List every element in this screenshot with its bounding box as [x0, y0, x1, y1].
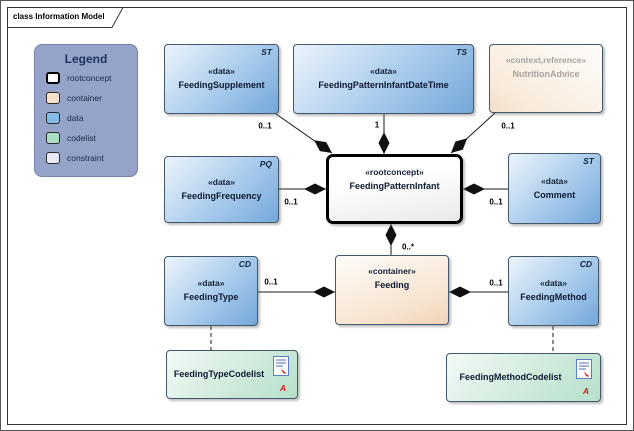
type-code: PQ: [259, 159, 272, 169]
legend-item-label: container: [67, 93, 102, 103]
type-code: CD: [238, 259, 251, 269]
document-icon: [576, 359, 592, 379]
node-name: FeedingPatternInfantDateTime: [318, 80, 449, 91]
legend-item-label: data: [67, 113, 84, 123]
node-feeding-type-codelist[interactable]: FeedingTypeCodelist A: [166, 350, 298, 399]
stereotype: «data»: [208, 66, 235, 77]
node-feeding-supplement[interactable]: ST «data» FeedingSupplement: [164, 44, 279, 114]
legend-title: Legend: [64, 52, 108, 66]
frame-tab-label: class Information Model: [13, 12, 105, 21]
multiplicity-feeding-type: 0..1: [264, 277, 278, 287]
node-name: NutritionAdvice: [512, 68, 580, 79]
annotation-a: A: [279, 383, 286, 393]
legend-item-label: codelist: [67, 133, 96, 143]
node-feeding[interactable]: «container» Feeding: [335, 255, 449, 325]
node-feeding-method-codelist[interactable]: FeedingMethodCodelist A: [446, 353, 601, 402]
stereotype: «data»: [370, 66, 397, 77]
multiplicity-supplement: 0..1: [258, 121, 272, 131]
legend-item-container: container: [46, 91, 137, 105]
node-name: FeedingSupplement: [178, 80, 265, 91]
stereotype: «data»: [208, 176, 235, 187]
node-name: FeedingTypeCodelist: [173, 369, 265, 380]
node-feeding-pattern-infant[interactable]: «rootconcept» FeedingPatternInfant: [326, 154, 463, 224]
rootconcept-swatch: [46, 72, 60, 84]
stereotype: «context,reference»: [505, 55, 587, 65]
stereotype: «rootconcept»: [365, 167, 424, 177]
multiplicity-date-time: 1: [374, 120, 380, 130]
document-icon: [273, 356, 289, 376]
legend-item-rootconcept: rootconcept: [46, 71, 137, 85]
multiplicity-feeding-method: 0..1: [489, 278, 503, 288]
node-name: FeedingMethod: [520, 292, 587, 303]
node-feeding-method[interactable]: CD «data» FeedingMethod: [508, 256, 599, 326]
legend-item-label: rootconcept: [67, 73, 112, 83]
node-nutrition-advice[interactable]: «context,reference» NutritionAdvice: [489, 44, 603, 113]
legend-item-data: data: [46, 111, 137, 125]
type-code: ST: [261, 47, 272, 57]
annotation-a: A: [582, 386, 589, 396]
diagram-frame-border: [7, 7, 627, 425]
type-code: CD: [579, 259, 592, 269]
type-code: ST: [583, 156, 594, 166]
multiplicity-comment: 0..1: [489, 197, 503, 207]
container-swatch: [46, 92, 60, 104]
node-feeding-type[interactable]: CD «data» FeedingType: [164, 256, 258, 326]
data-swatch: [46, 112, 60, 124]
legend-item-label: constraint: [67, 153, 104, 163]
frame-tab: [7, 7, 124, 28]
multiplicity-frequency: 0..1: [284, 197, 298, 207]
node-name: FeedingType: [183, 292, 239, 303]
type-code: TS: [456, 47, 467, 57]
node-name: FeedingPatternInfant: [349, 180, 440, 191]
legend-item-constraint: constraint: [46, 151, 137, 165]
node-name: Comment: [533, 189, 576, 200]
node-comment[interactable]: ST «data» Comment: [508, 153, 601, 224]
multiplicity-feeding: 0..*: [401, 242, 415, 252]
multiplicity-nutrition-advice: 0..1: [501, 121, 515, 131]
node-feeding-frequency[interactable]: PQ «data» FeedingFrequency: [164, 156, 279, 223]
codelist-swatch: [46, 132, 60, 144]
node-name: Feeding: [374, 279, 410, 290]
legend-item-codelist: codelist: [46, 131, 137, 145]
stereotype: «container»: [368, 266, 416, 276]
stereotype: «data»: [197, 278, 225, 289]
constraint-swatch: [46, 152, 60, 164]
node-name: FeedingMethodCodelist: [459, 372, 562, 383]
stereotype: «data»: [541, 175, 568, 186]
node-name: FeedingFrequency: [181, 190, 262, 201]
node-feeding-pattern-infant-date-time[interactable]: TS «data» FeedingPatternInfantDateTime: [293, 44, 474, 114]
legend: Legend rootconcept container data codeli…: [34, 44, 138, 177]
stereotype: «data»: [540, 278, 567, 289]
